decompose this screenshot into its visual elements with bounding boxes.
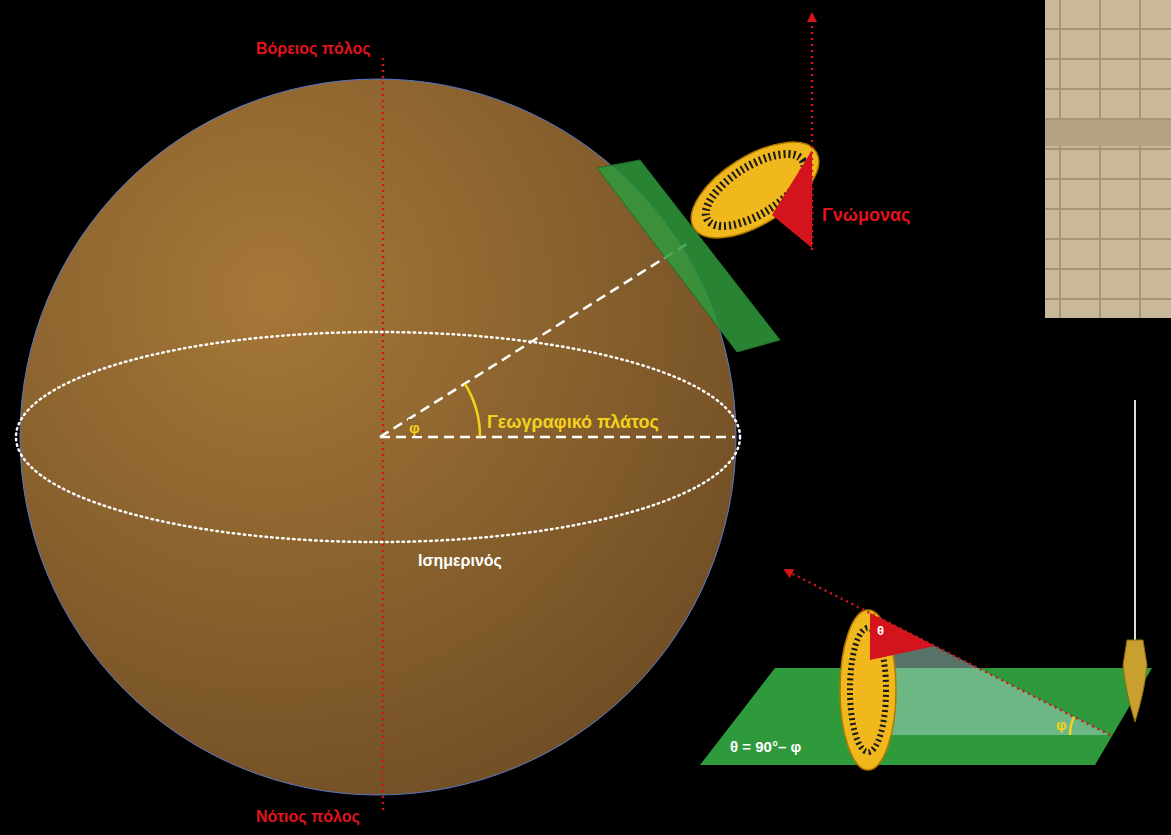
- gnomon-label: Γνώμονας: [822, 205, 910, 226]
- photo-ledge: [1045, 120, 1171, 146]
- gnomon-triangle: [772, 150, 812, 248]
- theta-wedge: [870, 613, 935, 660]
- equator-radius: [380, 436, 735, 439]
- pole-label: Βόρειος πόλος: [256, 40, 371, 58]
- plumb-bob: [1123, 640, 1147, 722]
- formula-label: θ = 90°– φ: [730, 738, 801, 755]
- equator-line: [16, 332, 740, 542]
- pole-label: Νότιος πόλος: [256, 808, 360, 826]
- angle-symbol: θ: [876, 624, 885, 639]
- equator-label: Ισημερινός: [418, 552, 502, 570]
- sundial-disc: [676, 123, 834, 257]
- latitude-label: Γεωγραφικό πλάτος: [487, 412, 659, 433]
- angle-symbol: φ: [1056, 716, 1067, 733]
- latitude-arc: [465, 384, 480, 437]
- gnomon-line: [785, 570, 1110, 735]
- phi-arc: [1070, 717, 1074, 735]
- latitude-radius: [380, 242, 690, 437]
- angle-symbol: φ: [408, 419, 421, 436]
- plumb-line: [1134, 400, 1136, 640]
- photo: [1045, 0, 1171, 318]
